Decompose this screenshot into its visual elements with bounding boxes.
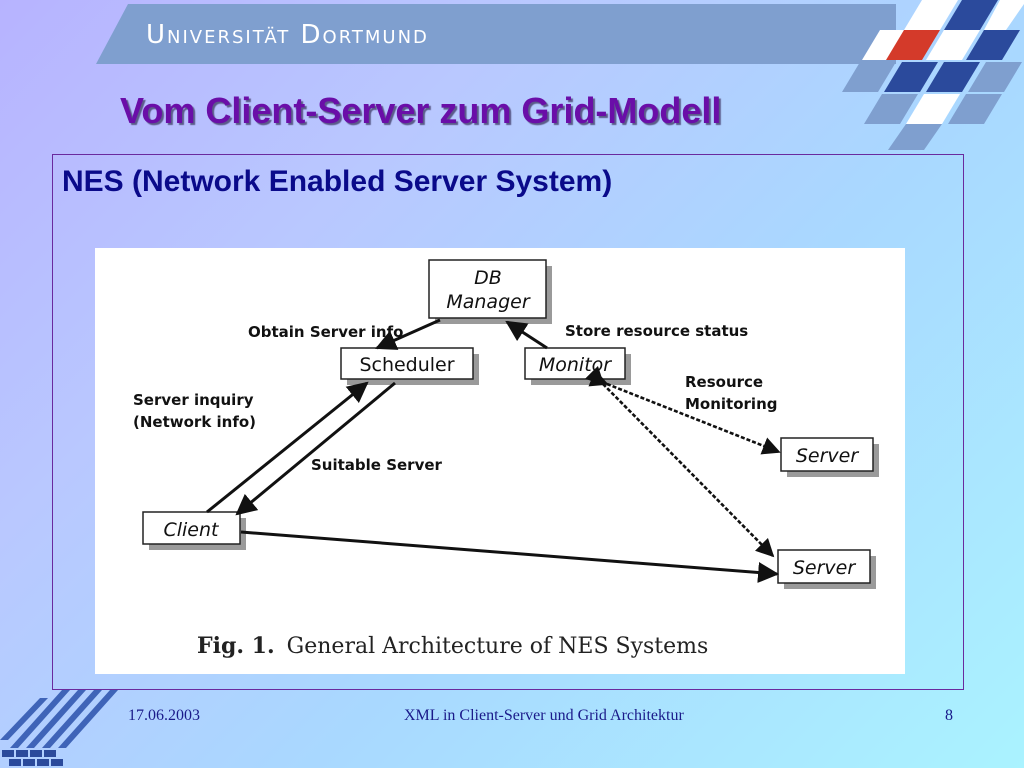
label-resource-monitoring-line2: Monitoring xyxy=(685,395,777,413)
dashed-arrows xyxy=(585,365,781,558)
label-suitable-server: Suitable Server xyxy=(311,456,443,474)
university-logo xyxy=(842,0,1024,150)
db-manager-label-line2: Manager xyxy=(446,291,530,313)
client-box xyxy=(142,511,241,545)
content-frame xyxy=(52,154,964,690)
header-banner xyxy=(96,4,896,64)
db-manager-label-line1: DB xyxy=(474,267,502,289)
footer-page-number: 8 xyxy=(945,707,953,724)
nes-architecture-diagram: DB Manager Scheduler Monitor Client Serv… xyxy=(133,259,879,659)
figure-caption: Fig. 1. General Architecture of NES Syste… xyxy=(197,633,708,659)
label-server-inquiry-line1: Server inquiry xyxy=(133,391,254,409)
scheduler-label: Scheduler xyxy=(359,354,454,376)
figure-panel: DB Manager Scheduler Monitor Client Serv… xyxy=(95,248,905,674)
content-subtitle: NES (Network Enabled Server System) xyxy=(62,165,613,198)
arrow-client-to-server xyxy=(240,530,780,583)
caption-text: General Architecture of NES Systems xyxy=(287,634,709,659)
server-top-label: Server xyxy=(796,445,859,467)
footer-title: XML in Client-Server und Grid Architektu… xyxy=(404,707,684,724)
university-name: Universität Dortmund xyxy=(146,20,429,50)
arrow-db-to-scheduler xyxy=(375,318,441,350)
server-top-box xyxy=(780,437,874,472)
arrow-monitor-to-db xyxy=(505,320,548,350)
label-server-inquiry-line2: (Network info) xyxy=(133,413,256,431)
label-store-resource-status: Store resource status xyxy=(565,322,748,340)
arrow-client-to-scheduler xyxy=(206,381,369,514)
logo-small-grid xyxy=(2,750,63,766)
caption-label: Fig. 1. xyxy=(197,633,275,659)
label-resource-monitoring-line1: Resource xyxy=(685,373,763,391)
logo-small-stripes xyxy=(0,690,118,748)
server-bottom-box xyxy=(777,549,871,584)
db-manager-box xyxy=(428,259,547,319)
server-bottom-label: Server xyxy=(793,557,856,579)
arrow-scheduler-to-client xyxy=(235,381,396,516)
scheduler-box xyxy=(340,347,474,380)
label-obtain-server-info: Obtain Server info xyxy=(248,323,403,341)
monitor-label: Monitor xyxy=(539,354,612,376)
client-label: Client xyxy=(163,519,220,541)
solid-arrows xyxy=(206,318,780,583)
slide-title: Vom Client-Server zum Grid-Modell xyxy=(120,90,722,131)
arrow-monitor-server-bottom xyxy=(585,365,775,558)
logo-tiles xyxy=(842,0,1024,150)
footer-date: 17.06.2003 xyxy=(128,707,200,724)
university-logo-small xyxy=(0,690,118,766)
